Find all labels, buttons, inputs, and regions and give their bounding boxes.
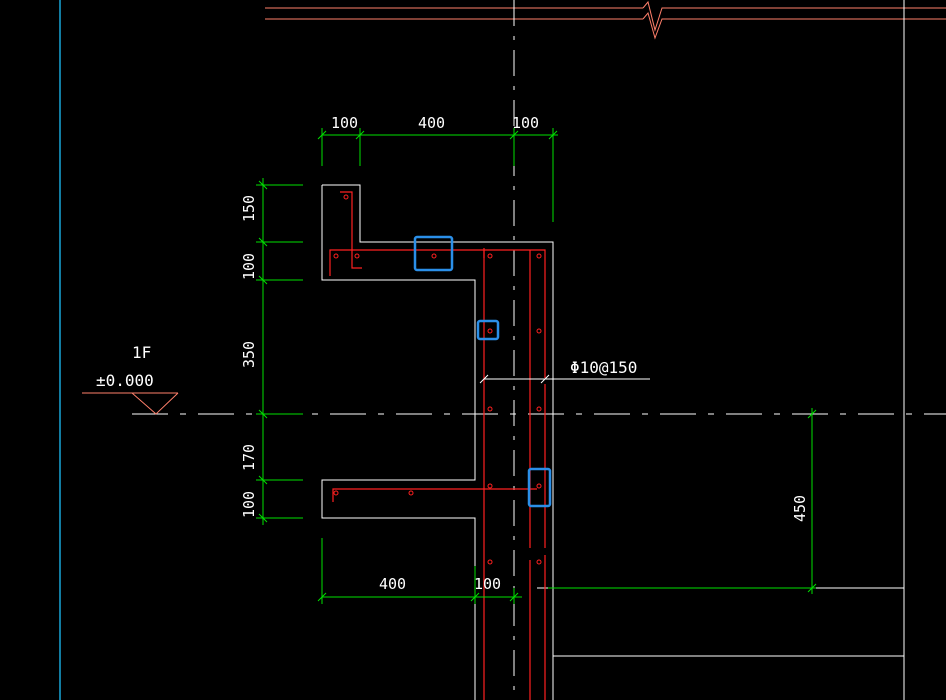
top-reference-lines	[265, 0, 946, 700]
highlight-box-middle[interactable]	[476, 319, 500, 341]
rebar-lines	[329, 191, 546, 700]
concrete-section-outline	[322, 184, 554, 700]
rebar-dots	[333, 194, 542, 565]
left-dim-label-3: 350	[240, 341, 258, 368]
left-dim-label-4: 170	[240, 444, 258, 471]
highlight-boxes[interactable]	[413, 235, 552, 508]
top-dim-label-2: 400	[418, 114, 445, 132]
bottom-dim-label-1: 400	[379, 575, 406, 593]
left-dim-label-1: 150	[240, 195, 258, 222]
bottom-dim-label-2: 100	[474, 575, 501, 593]
top-dimension-chain	[317, 128, 558, 222]
left-dimension-chain	[256, 178, 303, 525]
left-dim-label-5: 100	[240, 491, 258, 518]
concrete-inner-outline	[321, 185, 476, 700]
left-dim-label-2: 100	[240, 253, 258, 280]
level-elevation: ±0.000	[96, 371, 154, 390]
level-name: 1F	[132, 343, 151, 362]
rebar-annotation: Φ10@150	[570, 358, 637, 377]
bottom-dimension-chain	[317, 538, 522, 604]
top-dim-label-3: 100	[512, 114, 539, 132]
right-dimension	[548, 408, 817, 594]
highlight-box-bottom[interactable]	[527, 467, 552, 508]
rebar-leader	[479, 374, 650, 384]
level-marker	[82, 392, 179, 415]
right-dim-label: 450	[791, 495, 809, 522]
highlight-box-top[interactable]	[413, 235, 454, 272]
top-dim-label-1: 100	[331, 114, 358, 132]
